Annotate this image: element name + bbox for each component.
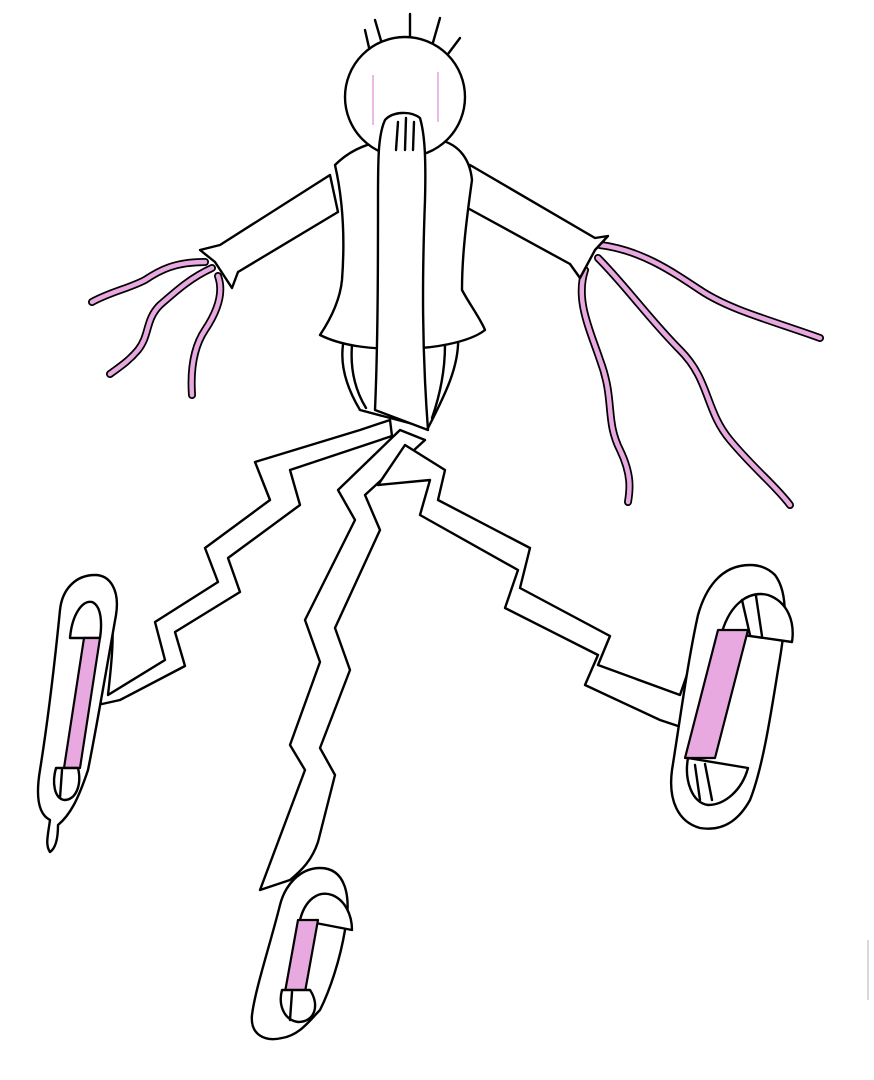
right-tentacles	[577, 241, 824, 509]
left-tentacle-3-fill	[189, 273, 223, 398]
right-foot-toe-line-1	[740, 598, 752, 637]
left-tentacle-2-fill	[107, 265, 215, 377]
left-arm	[198, 173, 340, 290]
middle-leg	[258, 428, 427, 892]
right-foot-heel-line-1	[693, 763, 702, 802]
left-foot-toe-cap	[68, 600, 103, 640]
stalk-stripe-1	[394, 120, 400, 152]
hair-strand-2	[373, 18, 384, 46]
right-tentacle-2-fill	[595, 255, 793, 508]
right-tentacle-3-fill	[579, 267, 632, 505]
right-foot-toe-line-2	[754, 594, 764, 638]
middle-foot-heel-line	[288, 990, 294, 1022]
stalk-stripe-2	[403, 116, 408, 152]
hair-strand-4	[430, 16, 442, 48]
right-foot-heel	[685, 756, 750, 807]
central-stalk	[373, 111, 430, 432]
stalk-stripe-3	[411, 120, 416, 152]
right-arm	[460, 163, 610, 280]
right-foot-pink-band	[683, 628, 750, 760]
right-leg	[376, 443, 717, 732]
left-tentacle-1-fill	[89, 259, 208, 305]
left-foot-heel-line	[58, 768, 64, 800]
skirt-fold-2	[430, 343, 447, 420]
head	[343, 12, 467, 159]
left-foot-pink-band	[62, 636, 102, 770]
right-foot-heel-line-2	[703, 762, 714, 802]
hair-strand-5	[446, 36, 462, 56]
left-tentacles	[88, 258, 225, 399]
left-tentacle-3	[187, 272, 225, 399]
skirt-fold-1	[350, 343, 368, 410]
left-foot-heel	[52, 766, 81, 802]
right-tentacle-1-fill	[597, 242, 823, 341]
